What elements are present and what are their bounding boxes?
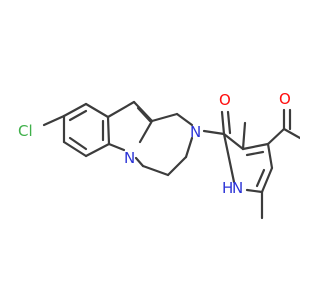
indole-nitrogen-label: N bbox=[124, 149, 135, 167]
bond bbox=[282, 127, 300, 140]
bond bbox=[106, 115, 111, 146]
bond bbox=[255, 168, 266, 188]
bond bbox=[241, 142, 270, 151]
bond bbox=[166, 155, 188, 177]
bond bbox=[184, 136, 194, 159]
pyrrole-nitrogen-label: N bbox=[232, 179, 243, 197]
bond bbox=[141, 164, 170, 177]
bond bbox=[106, 100, 136, 119]
bond bbox=[107, 142, 126, 152]
bond bbox=[266, 127, 286, 146]
bond bbox=[84, 102, 110, 119]
bond bbox=[241, 121, 247, 151]
bond bbox=[138, 119, 154, 144]
bond bbox=[220, 110, 226, 136]
piperazine-nitrogen-label: N bbox=[190, 123, 201, 141]
acetyl-oxygen-label: O bbox=[279, 90, 291, 108]
bond bbox=[150, 112, 179, 123]
bond bbox=[42, 114, 66, 127]
bond bbox=[68, 109, 88, 122]
bond bbox=[222, 132, 245, 151]
bond bbox=[136, 106, 152, 123]
bond bbox=[266, 142, 274, 170]
bond bbox=[175, 112, 194, 127]
chlorine-label: Cl bbox=[18, 122, 33, 140]
molecule-structure: Cl N N O H N O bbox=[18, 90, 300, 220]
bond bbox=[226, 110, 232, 135]
pyrrole-nh-hydrogen-label: H bbox=[222, 179, 233, 197]
atom-labels: Cl N N O H N O bbox=[18, 90, 291, 197]
bond bbox=[68, 136, 88, 151]
amide-oxygen-label: O bbox=[219, 91, 231, 109]
bond bbox=[62, 140, 88, 158]
bond bbox=[62, 102, 88, 118]
bond bbox=[245, 188, 264, 194]
bond bbox=[132, 100, 154, 123]
bond bbox=[245, 150, 265, 157]
bond bbox=[84, 142, 111, 158]
bond bbox=[222, 132, 236, 184]
bonds bbox=[42, 100, 300, 220]
bond bbox=[134, 156, 145, 168]
bond bbox=[202, 129, 226, 136]
bond bbox=[260, 166, 274, 194]
molecule-canvas: Cl N N O H N O bbox=[18, 90, 300, 220]
